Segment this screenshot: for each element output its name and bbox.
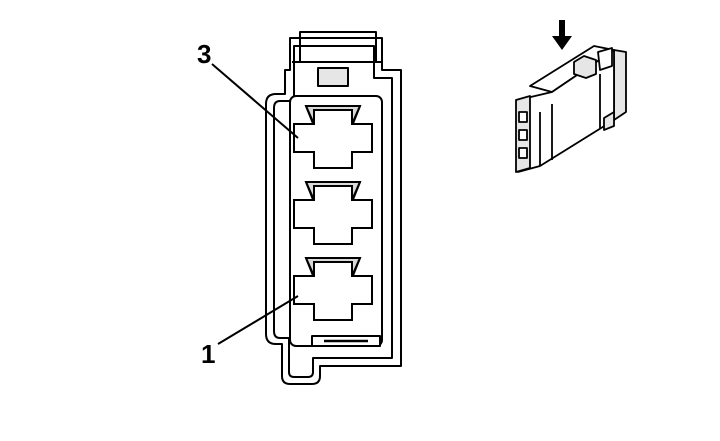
pin-cavity-3 [293, 105, 373, 169]
pin-cavity-1 [293, 257, 373, 321]
pin-cavities [293, 105, 373, 321]
connector-3d-icon [515, 45, 627, 173]
housing-outline [265, 37, 402, 385]
pin-label-3: 3 [197, 39, 212, 69]
latch-tab [317, 67, 349, 87]
down-arrow-icon [552, 20, 572, 50]
pin-cavity-2 [293, 181, 373, 245]
leader-line-1 [217, 295, 299, 345]
leader-line-3 [211, 63, 299, 139]
pin-label-1: 1 [201, 339, 216, 369]
housing-inner-outline [273, 45, 393, 378]
